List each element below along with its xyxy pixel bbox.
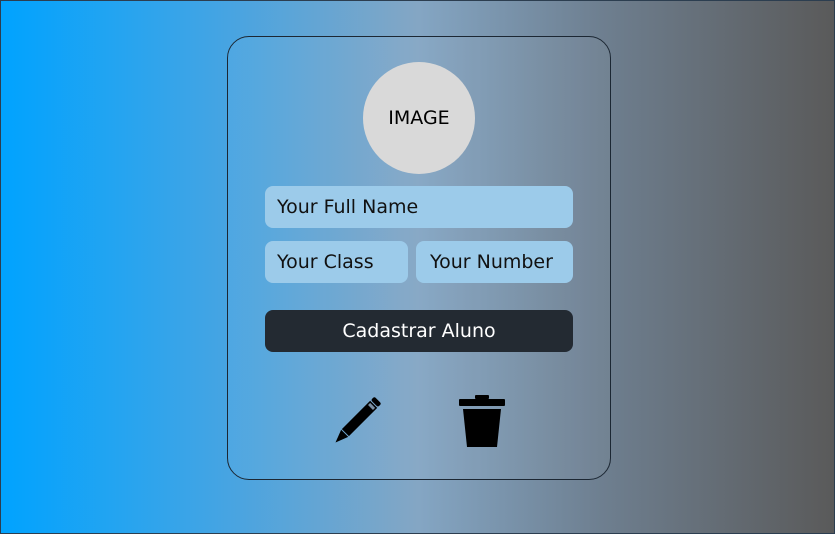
number-input[interactable] — [416, 241, 573, 283]
full-name-input[interactable] — [265, 186, 573, 228]
pencil-icon[interactable] — [327, 393, 385, 451]
trash-icon[interactable] — [457, 395, 507, 449]
class-input[interactable] — [265, 241, 408, 283]
avatar-label: IMAGE — [388, 107, 450, 129]
avatar-image-placeholder[interactable]: IMAGE — [363, 62, 475, 174]
register-student-label: Cadastrar Aluno — [342, 320, 496, 342]
register-student-button[interactable]: Cadastrar Aluno — [265, 310, 573, 352]
